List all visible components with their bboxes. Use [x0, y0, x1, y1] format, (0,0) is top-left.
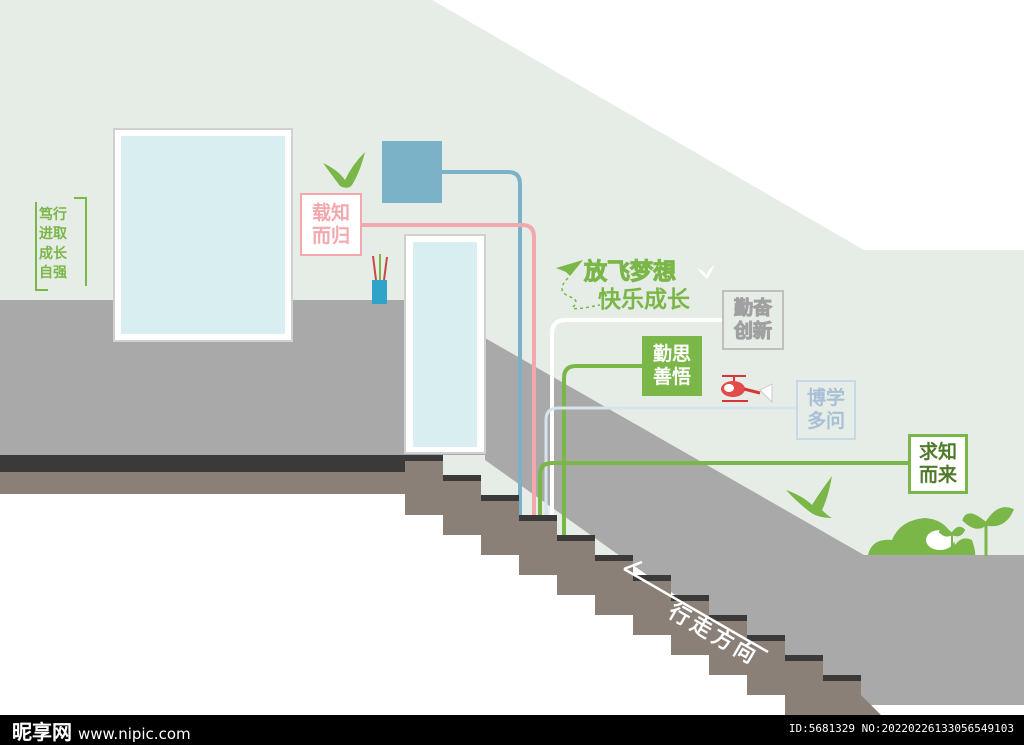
pencil-cup — [372, 280, 387, 304]
direction-arrow — [623, 560, 769, 654]
bird-icon — [323, 152, 365, 188]
window-glass — [121, 136, 285, 334]
stair-tread — [443, 475, 481, 481]
plant-decoration — [868, 507, 1014, 556]
slogan-qiu-zhi: 求知 而来 — [908, 434, 968, 494]
dashed-trail — [561, 277, 601, 310]
slogan-zai-zhi: 载知 而归 — [300, 193, 362, 256]
stair-tread — [823, 675, 861, 681]
lightblue-line — [544, 406, 796, 530]
bird-icon — [786, 476, 832, 518]
helicopter-icon — [721, 375, 773, 404]
paper-plane-icon — [556, 260, 583, 276]
small-bird-icon — [697, 265, 714, 279]
watermark-bar — [0, 715, 1024, 745]
stair-tread — [405, 455, 443, 461]
white-line — [550, 318, 722, 534]
stair-tread — [671, 595, 709, 601]
green-line-1 — [562, 364, 642, 545]
stair-riser — [405, 461, 483, 515]
pink-line — [362, 223, 536, 528]
slogan-bo-xue: 博学 多问 — [796, 380, 856, 440]
watermark-id: ID:5681329 NO:20220226133056549103 — [788, 722, 1014, 735]
slogan-qin-fen: 勤奋 创新 — [722, 290, 784, 350]
left-bracket — [35, 202, 48, 291]
slogan-kuai-le: 快乐成长 — [598, 287, 690, 313]
stairs — [0, 455, 1024, 735]
floor-slab-dark — [0, 455, 405, 472]
stair-tread — [557, 535, 595, 541]
stair-tread — [595, 555, 633, 561]
stair-tread — [747, 635, 785, 641]
left-slogan: 笃行 进取 成长 自强 — [39, 207, 67, 281]
floor-slab-brown — [0, 472, 440, 494]
lower-white-area — [0, 494, 1024, 725]
blue-box — [382, 141, 442, 203]
stair-tread — [785, 655, 823, 661]
blue-line — [442, 170, 522, 520]
slogan-fang-fei: 放飞梦想 — [584, 259, 677, 285]
door-glass — [413, 242, 477, 447]
stair-tread — [481, 495, 519, 501]
green-line-2 — [538, 461, 908, 540]
stair-tread — [633, 575, 671, 581]
stair-slope-floor — [485, 338, 1024, 705]
slogan-qin-si: 勤思 善悟 — [642, 336, 702, 396]
stair-tread — [519, 515, 557, 521]
stair-tread — [709, 615, 747, 621]
